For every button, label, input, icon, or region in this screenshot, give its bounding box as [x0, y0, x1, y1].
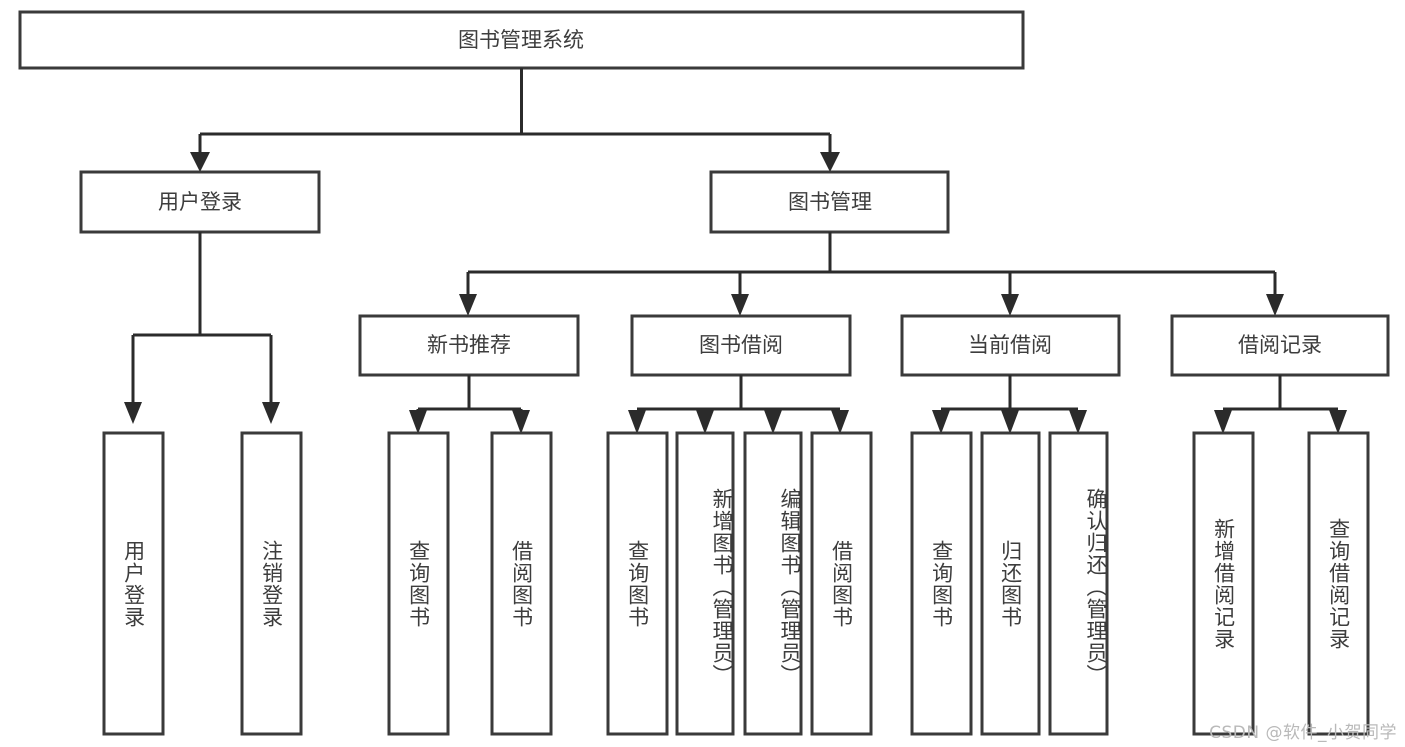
label-current-borrow: 当前借阅	[968, 333, 1052, 357]
leaf-user-login[interactable]	[102, 431, 165, 736]
label-book-management: 图书管理	[788, 190, 872, 214]
leaf-bb-add-book[interactable]	[675, 431, 735, 736]
arrow-leaf-user-login	[124, 402, 142, 424]
label-borrow-record: 借阅记录	[1238, 333, 1322, 357]
leaf-br-add-record[interactable]	[1192, 431, 1255, 736]
arrow-book-management	[820, 152, 840, 172]
arrow-leaf-cb-query-book	[932, 410, 950, 434]
leaf-nbr-query-book[interactable]	[387, 431, 450, 736]
csdn-watermark: CSDN @软件_小贺同学	[1209, 723, 1397, 743]
label-user-login: 用户登录	[158, 190, 242, 214]
arrow-leaf-logout	[262, 402, 280, 424]
arrow-leaf-bb-edit-book	[764, 410, 782, 434]
leaf-cb-query-book[interactable]	[910, 431, 973, 736]
node-book-borrow[interactable]	[630, 314, 852, 377]
arrow-leaf-bb-add-book	[696, 410, 714, 434]
leaf-cb-return-book[interactable]	[980, 431, 1041, 736]
leaf-nbr-borrow-book[interactable]	[490, 431, 553, 736]
arrow-borrow-record	[1266, 294, 1284, 316]
arrow-leaf-bb-borrow-book	[831, 410, 849, 434]
arrow-user-login	[190, 152, 210, 172]
arrow-leaf-bb-query-book	[628, 410, 646, 434]
node-current-borrow[interactable]	[900, 314, 1121, 377]
node-new-book-recommend[interactable]	[358, 314, 580, 377]
arrow-leaf-cb-confirm-return	[1069, 410, 1087, 434]
label-new-book-recommend: 新书推荐	[427, 333, 511, 357]
arrow-leaf-cb-return-book	[1001, 410, 1019, 434]
leaf-bb-edit-book[interactable]	[743, 431, 803, 736]
arrow-leaf-br-add-record	[1214, 410, 1232, 434]
arrow-leaf-nbr-query-book	[409, 410, 427, 434]
arrow-leaf-nbr-borrow-book	[512, 410, 530, 434]
label-book-borrow: 图书借阅	[699, 333, 783, 357]
leaf-cb-confirm-return[interactable]	[1048, 431, 1109, 736]
leaf-bb-borrow-book[interactable]	[810, 431, 873, 736]
node-book-management[interactable]	[709, 170, 950, 234]
arrow-book-borrow	[731, 294, 749, 316]
arrow-new-book-recommend	[459, 294, 477, 316]
arrow-leaf-br-query-record	[1329, 410, 1347, 434]
leaf-logout[interactable]	[240, 431, 303, 736]
node-borrow-record[interactable]	[1170, 314, 1390, 377]
node-root-book-management-system[interactable]	[18, 10, 1025, 70]
label-root: 图书管理系统	[458, 28, 584, 52]
leaf-bb-query-book[interactable]	[606, 431, 669, 736]
leaf-br-query-record[interactable]	[1307, 431, 1370, 736]
arrow-current-borrow	[1001, 294, 1019, 316]
